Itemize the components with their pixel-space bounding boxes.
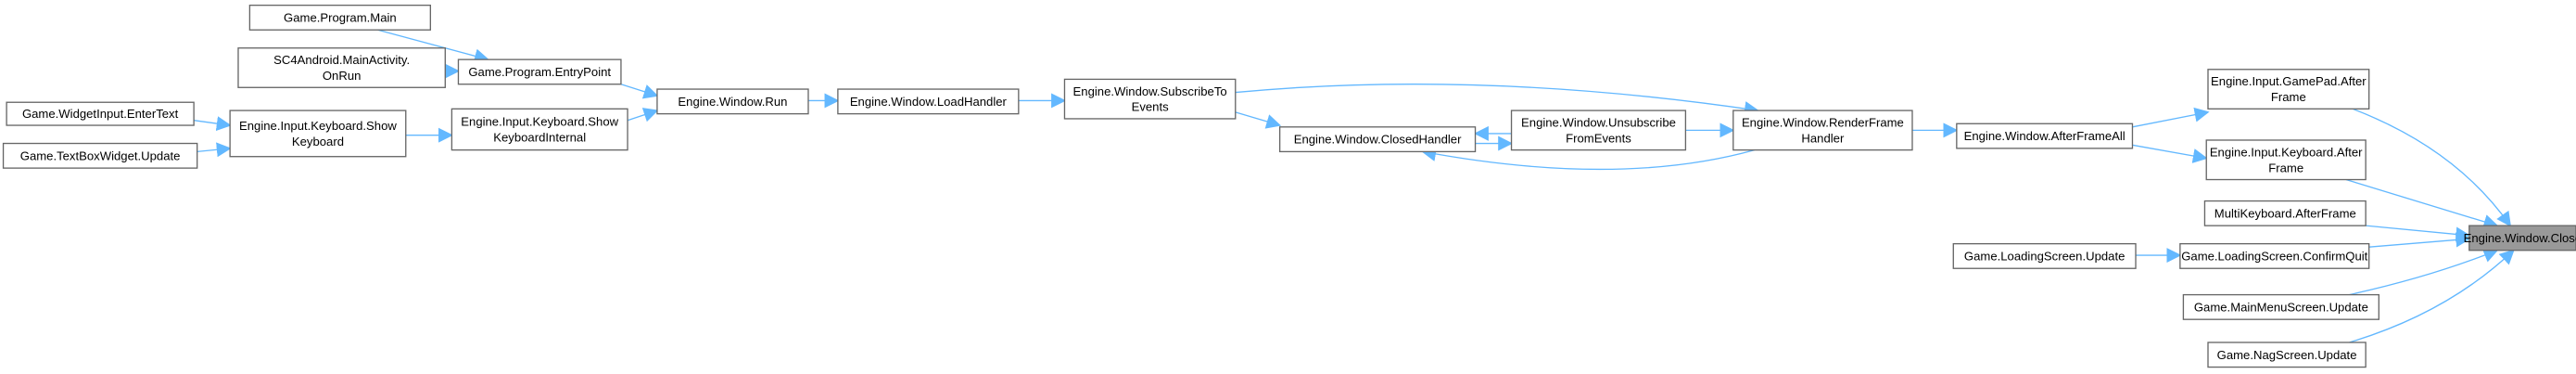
- node-label: Engine.Input.Keyboard.Show: [239, 119, 397, 133]
- node-box: [2179, 242, 2370, 269]
- edge-entertext-to-showkeyboard: [194, 116, 232, 132]
- node-box: [2203, 200, 2367, 226]
- node-label: SC4Android.MainActivity.: [273, 53, 410, 67]
- node-box: [1063, 78, 1237, 120]
- node-label: Engine.Window.SubscribeTo: [1073, 84, 1227, 98]
- edge-gamepad_afterframe-to-window_close: [2352, 108, 2512, 227]
- node-label: Game.NagScreen.Update: [2217, 348, 2357, 362]
- node-label: Engine.Window.Close: [2464, 231, 2576, 245]
- node-label: OnRun: [323, 69, 362, 83]
- node-label: Engine.Window.Run: [678, 95, 787, 109]
- node-window-run[interactable]: Engine.Window.Run: [656, 88, 809, 115]
- node-box: [2207, 69, 2370, 110]
- node-box: [6, 101, 195, 126]
- edge-entrypoint-to-window_run: [620, 84, 659, 99]
- node-loadingscreen-update[interactable]: Game.LoadingScreen.Update: [1952, 242, 2137, 269]
- node-box: [1732, 110, 1913, 151]
- node-label: Engine.Input.Keyboard.Show: [461, 115, 618, 129]
- node-afterframeall[interactable]: Engine.Window.AfterFrameAll: [1956, 123, 2134, 149]
- node-label: Keyboard: [292, 135, 344, 148]
- node-entrypoint[interactable]: Game.Program.EntryPoint: [457, 58, 622, 85]
- node-mainmenu-update[interactable]: Game.MainMenuScreen.Update: [2182, 293, 2379, 320]
- node-box: [837, 88, 1020, 115]
- node-box: [2207, 342, 2367, 368]
- node-label: Game.WidgetInput.EnterText: [22, 107, 179, 121]
- node-box: [2, 142, 198, 169]
- node-window-close[interactable]: Engine.Window.Close: [2464, 225, 2576, 251]
- edge-showkeyboardinternal-to-window_run: [627, 108, 659, 123]
- node-label: Game.Program.EntryPoint: [468, 65, 611, 79]
- node-onrun[interactable]: SC4Android.MainActivity. OnRun: [237, 47, 446, 88]
- edge-nagscreen_update-to-window_close: [2349, 249, 2515, 343]
- node-label: Engine.Window.ClosedHandler: [1294, 133, 1462, 147]
- nodes: Game.Program.MainSC4Android.MainActivity…: [2, 4, 2576, 368]
- node-box: [1956, 123, 2134, 149]
- node-label: Game.Program.Main: [284, 11, 397, 25]
- node-gamepad-afterframe[interactable]: Engine.Input.GamePad.AfterFrame: [2207, 69, 2370, 110]
- edges: [194, 29, 2515, 343]
- node-label: Engine.Window.Unsubscribe: [1521, 116, 1676, 130]
- node-label: Game.LoadingScreen.ConfirmQuit: [2181, 250, 2367, 264]
- node-label: KeyboardInternal: [493, 130, 586, 144]
- edge-mainmenu_update-to-window_close: [2349, 248, 2499, 296]
- node-loadhandler[interactable]: Engine.Window.LoadHandler: [837, 88, 1020, 115]
- node-label: Engine.Window.LoadHandler: [850, 95, 1008, 109]
- edge-afterframeall-to-keyboard_afterframe: [2132, 144, 2208, 163]
- node-textbox-update[interactable]: Game.TextBoxWidget.Update: [2, 142, 198, 169]
- node-entertext[interactable]: Game.WidgetInput.EnterText: [6, 101, 195, 126]
- edge-subscribe-to-closedhandler: [1235, 111, 1282, 129]
- node-label: Engine.Input.Keyboard.After: [2210, 145, 2363, 159]
- node-label: Game.MainMenuScreen.Update: [2194, 300, 2368, 314]
- node-label: Frame: [2268, 161, 2303, 174]
- node-box: [229, 110, 407, 158]
- node-multikeyboard-afterframe[interactable]: MultiKeyboard.AfterFrame: [2203, 200, 2367, 226]
- node-confirmquit[interactable]: Game.LoadingScreen.ConfirmQuit: [2179, 242, 2370, 269]
- node-label: MultiKeyboard.AfterFrame: [2214, 206, 2356, 220]
- node-label: Engine.Window.AfterFrameAll: [1964, 129, 2126, 143]
- node-label: Game.LoadingScreen.Update: [1964, 250, 2125, 264]
- node-showkeyboardinternal[interactable]: Engine.Input.Keyboard.ShowKeyboardIntern…: [450, 108, 628, 151]
- node-label: FromEvents: [1566, 131, 1631, 145]
- node-closedhandler[interactable]: Engine.Window.ClosedHandler: [1278, 126, 1477, 153]
- edge-program_main-to-entrypoint: [377, 29, 489, 64]
- node-label: Game.TextBoxWidget.Update: [20, 148, 181, 162]
- node-box: [1952, 242, 2137, 269]
- node-label: Events: [1132, 100, 1170, 114]
- node-box: [656, 88, 809, 115]
- node-keyboard-afterframe[interactable]: Engine.Input.Keyboard.AfterFrame: [2205, 139, 2367, 181]
- node-program-main[interactable]: Game.Program.Main: [248, 4, 432, 31]
- edge-keyboard_afterframe-to-window_close: [2345, 178, 2499, 229]
- node-box: [457, 58, 622, 85]
- node-box: [2182, 293, 2379, 320]
- node-label: Frame: [2271, 90, 2306, 104]
- node-label: Engine.Window.RenderFrame: [1742, 116, 1904, 130]
- edge-subscribe-to-renderframe: [1235, 84, 1759, 116]
- edge-afterframeall-to-gamepad_afterframe: [2132, 107, 2210, 128]
- edge-multikeyboard_afterframe-to-window_close: [2366, 225, 2471, 242]
- node-label: Engine.Input.GamePad.After: [2211, 74, 2367, 88]
- node-box: [237, 47, 446, 88]
- node-box: [2468, 225, 2576, 251]
- edge-confirmquit-to-window_close: [2368, 232, 2471, 248]
- node-box: [2205, 139, 2367, 181]
- node-nagscreen-update[interactable]: Game.NagScreen.Update: [2207, 342, 2367, 368]
- node-box: [248, 4, 432, 31]
- edge-renderframe-to-closedhandler: [1421, 147, 1756, 171]
- node-box: [450, 108, 628, 151]
- node-box: [1510, 110, 1687, 151]
- edge-textbox_update-to-showkeyboard: [197, 142, 232, 158]
- node-label: Handler: [1801, 131, 1845, 145]
- node-box: [1278, 126, 1477, 153]
